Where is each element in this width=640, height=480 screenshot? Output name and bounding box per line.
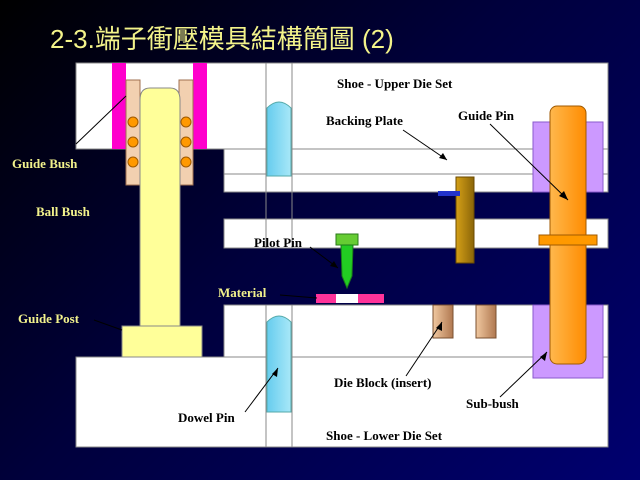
dowel-pin-lower (266, 315, 292, 413)
arrowhead (330, 261, 338, 268)
leader-lines (93, 123, 569, 413)
arrowhead (540, 352, 547, 361)
page-title: 2-3.端子衝壓模具結構簡圖 (2) (50, 24, 394, 54)
label-guide-pin: Guide Pin (458, 108, 515, 123)
label-backing-plate: Backing Plate (326, 113, 403, 128)
pointer-backing-plate (402, 129, 448, 161)
pointer-guide-post (93, 319, 123, 331)
pointer-die-block (405, 321, 443, 377)
die-block-insert (432, 304, 454, 339)
dowel-pin-upper (266, 101, 292, 177)
arrowheads (272, 153, 568, 377)
label-sub-bush: Sub-bush (466, 396, 520, 411)
pilot-pin (340, 244, 354, 290)
pointer-material (279, 294, 318, 299)
label-material: Material (218, 285, 267, 300)
label-pilot-pin: Pilot Pin (254, 235, 303, 250)
guide-bush-pointer (75, 95, 127, 145)
label-shoe-lower: Shoe - Lower Die Set (326, 428, 443, 443)
ball (127, 156, 139, 168)
label-die-block: Die Block (insert) (334, 375, 431, 390)
ball-bush-left (125, 79, 141, 186)
pointer-sub-bush (499, 351, 548, 398)
upper-plate-2 (223, 173, 609, 193)
lower-shoe (75, 356, 609, 448)
label-dowel-pin: Dowel Pin (178, 410, 235, 425)
label-guide-bush: Guide Bush (12, 156, 78, 171)
die-block-insert (475, 304, 497, 339)
ball-bush-right (178, 79, 194, 186)
ball (127, 116, 139, 128)
arrowhead (436, 322, 442, 331)
label-guide-post: Guide Post (18, 311, 80, 326)
arrowhead (559, 191, 568, 200)
pilot-pin-head (335, 233, 359, 246)
arrowhead (272, 368, 278, 377)
material-hole (336, 294, 358, 303)
ball (180, 136, 192, 148)
guide-bush-left (112, 63, 126, 149)
guide-post-base (121, 325, 203, 358)
pointer-guide-pin (489, 123, 569, 201)
guide-post (139, 87, 181, 327)
backing-plate (455, 176, 475, 264)
ball (180, 116, 192, 128)
label-shoe-upper: Shoe - Upper Die Set (337, 76, 453, 91)
backing-plate-cap (438, 191, 460, 196)
pointer-dowel-pin (244, 367, 279, 413)
arrowhead (439, 153, 447, 160)
label-ball-bush: Ball Bush (36, 204, 91, 219)
guide-pin-collar (538, 234, 598, 246)
ball (180, 156, 192, 168)
ball (127, 136, 139, 148)
guide-bush-right (193, 63, 207, 149)
